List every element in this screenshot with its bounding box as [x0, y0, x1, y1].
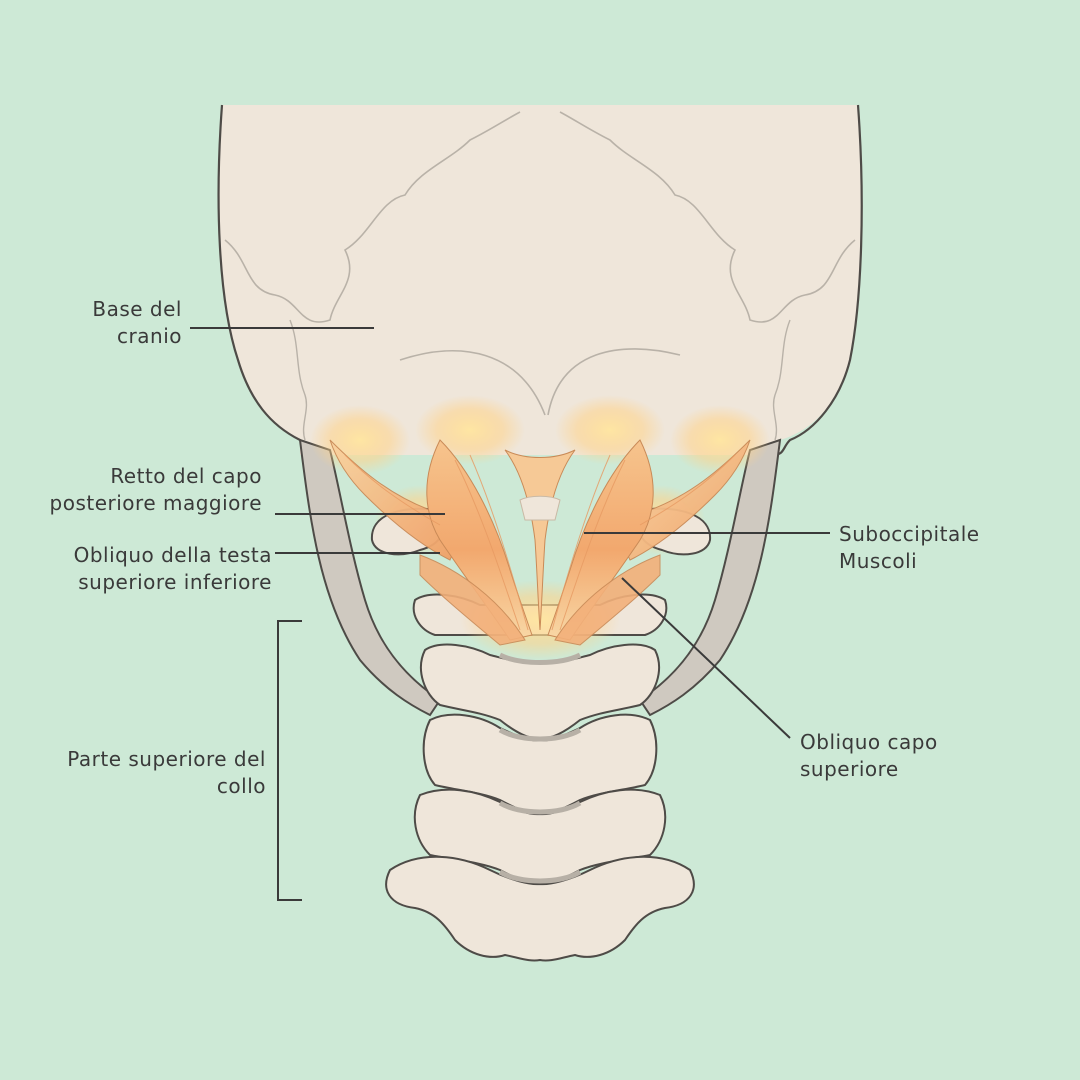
label-suboccipital-muscles: Suboccipitale Muscoli	[839, 521, 980, 575]
label-rectus-capitis-posterior-major: Retto del capo posteriore maggiore	[50, 463, 262, 517]
label-obliquus-capitis-inferior: Obliquo della testa superiore inferiore	[74, 542, 272, 596]
label-skull-base: Base del cranio	[92, 296, 182, 350]
label-upper-neck: Parte superiore del collo	[67, 746, 266, 800]
bracket-upper-neck	[278, 621, 302, 900]
label-obliquus-capitis-superior: Obliquo capo superiore	[800, 729, 938, 783]
skull	[219, 105, 862, 455]
